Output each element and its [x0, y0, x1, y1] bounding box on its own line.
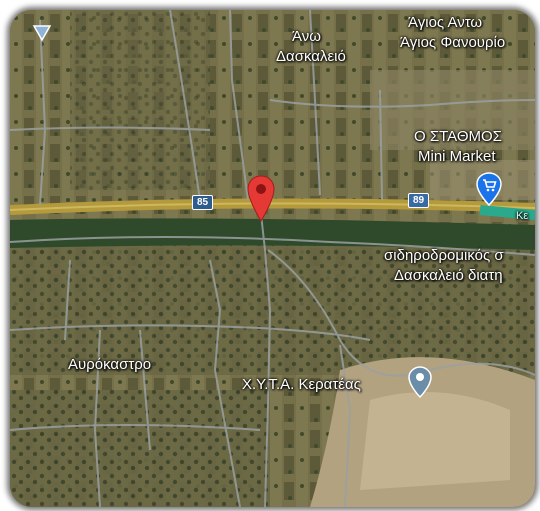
poi-label-mini-market[interactable]: Mini Market	[418, 148, 496, 165]
red-location-pin-icon[interactable]	[246, 174, 276, 224]
place-label-railway-line1: σιδηροδρομικός σ	[384, 247, 504, 264]
poi-label-xyta[interactable]: Χ.Υ.Τ.Α. Κερατέας	[242, 376, 361, 393]
road-label-edge: Κε	[516, 210, 529, 222]
place-label-avrokastro: Αυρόκαστρο	[68, 356, 152, 373]
satellite-imagery	[10, 10, 535, 507]
place-label-daskaleio: Δασκαλειό	[276, 48, 346, 65]
place-label-ano: Άνω	[292, 28, 321, 45]
place-label-railway-line2: Δασκαλειό διατη	[394, 267, 503, 284]
poi-label-o-stathmos[interactable]: Ο ΣΤΑΘΜΟΣ	[414, 128, 502, 145]
road-shield-89: 89	[408, 193, 430, 208]
compass-marker-icon	[32, 25, 52, 42]
shopping-cart-icon[interactable]	[476, 172, 502, 206]
road-shield-85: 85	[192, 195, 214, 210]
map-view[interactable]: Άνω Δασκαλειό Άγιος Αντω Άγιος Φανουρίο …	[10, 10, 535, 507]
place-label-agios-fanourios: Άγιος Φανουρίο	[400, 34, 506, 51]
grey-place-pin-icon[interactable]	[408, 366, 432, 398]
place-label-agios-antonios: Άγιος Αντω	[408, 14, 483, 31]
